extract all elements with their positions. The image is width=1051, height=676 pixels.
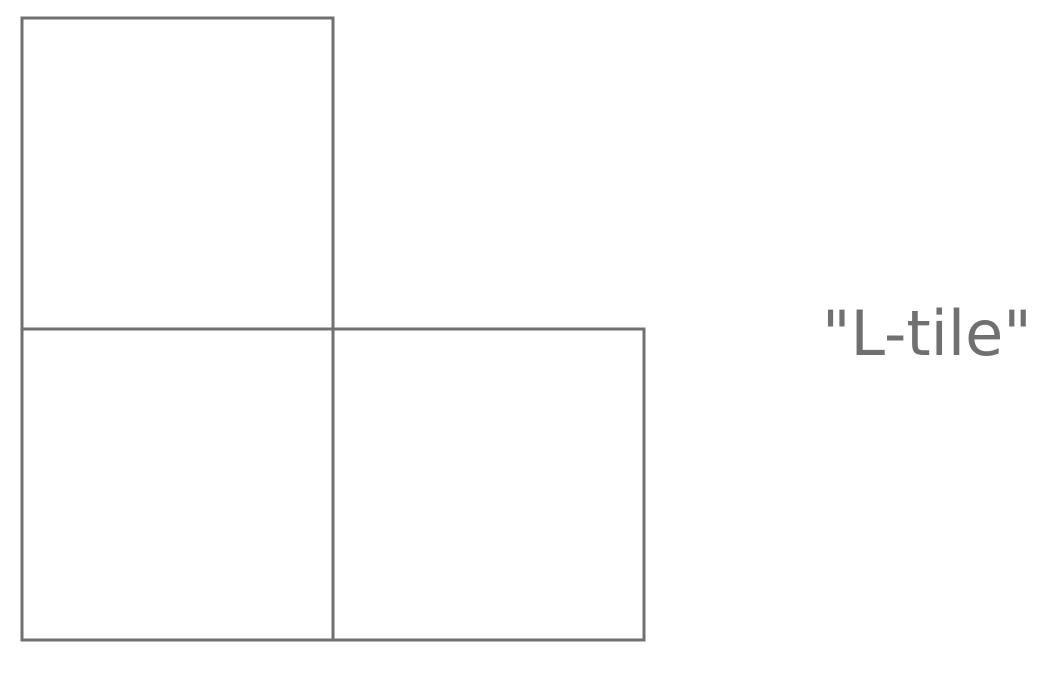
- tile-cell-r1-c1: [331, 327, 646, 642]
- tile-cell-r0-c0: [20, 16, 335, 331]
- tile-label: "L-tile": [822, 297, 1032, 370]
- tile-cell-r1-c0: [20, 327, 335, 642]
